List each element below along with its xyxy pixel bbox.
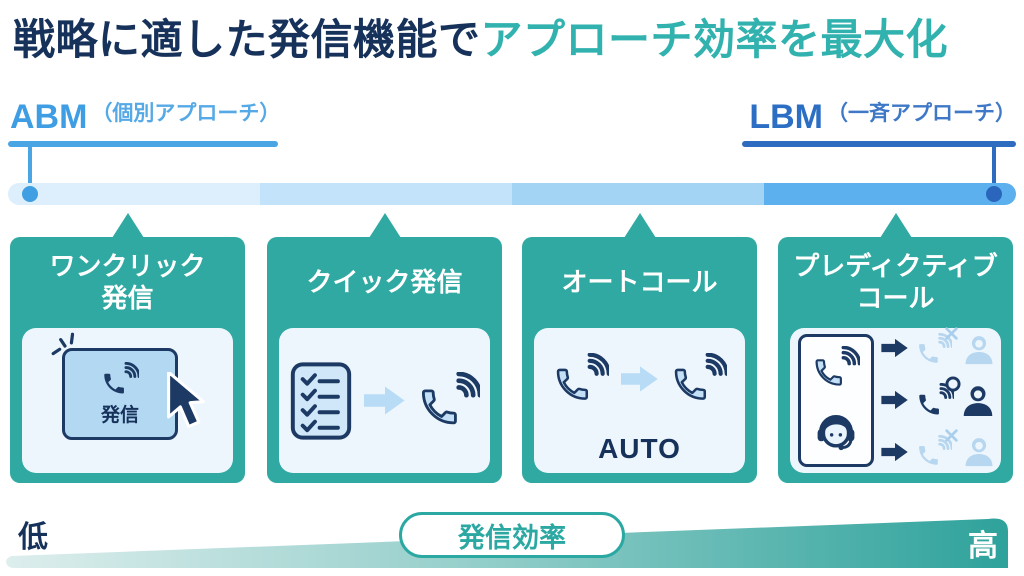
lbm-paren: （一斉アプローチ） xyxy=(827,102,1016,125)
person-icon xyxy=(962,333,996,367)
abm-abbr: ABM xyxy=(10,98,88,136)
ring-circle-icon xyxy=(944,375,962,393)
lbm-connector-line xyxy=(992,147,996,194)
quick-call-flow xyxy=(279,328,490,473)
card-quick-call: クイック発信 xyxy=(267,213,502,483)
spectrum-segment-3 xyxy=(512,183,764,205)
arrow-right-icon xyxy=(872,390,918,410)
dial-button-label: 発信 xyxy=(100,404,139,426)
card-one-click-title: ワンクリック 発信 xyxy=(10,237,245,328)
predictive-row-connected xyxy=(916,381,996,421)
card-auto-call-title: オートコール xyxy=(522,237,757,328)
card-predictive-title-line2: コール xyxy=(856,282,935,313)
card-predictive-title-line1: プレディクティブ xyxy=(793,250,998,281)
card-predictive-title: プレディクティブ コール xyxy=(778,237,1013,328)
card-one-click-call: ワンクリック 発信 発信 xyxy=(10,213,245,483)
card-quick-call-panel xyxy=(279,328,490,473)
abm-endpoint-dot xyxy=(22,186,38,202)
dial-button: 発信 xyxy=(62,348,178,440)
lbm-label: LBM （一斉アプローチ） xyxy=(749,99,1016,135)
card-auto-call-title-line1: オートコール xyxy=(561,266,718,297)
arrow-right-icon xyxy=(872,442,918,462)
card-quick-call-title: クイック発信 xyxy=(267,237,502,328)
phone-call-icon xyxy=(671,353,727,405)
cursor-icon xyxy=(163,372,219,434)
phone-call-icon xyxy=(101,362,139,398)
spectrum-segment-4 xyxy=(764,183,1016,205)
phone-call-icon xyxy=(418,372,480,430)
spectrum-segment-1 xyxy=(8,183,260,205)
missed-x-icon xyxy=(944,326,959,341)
spectrum-segment-2 xyxy=(260,183,512,205)
abm-paren: （個別アプローチ） xyxy=(91,102,281,125)
abm-connector-line xyxy=(28,147,32,194)
abm-underline xyxy=(8,141,278,147)
operator-headset-icon xyxy=(813,409,859,455)
card-auto-call: オートコール AUTO xyxy=(522,213,757,483)
auto-call-flow xyxy=(534,328,745,429)
card-one-click-title-line1: ワンクリック xyxy=(49,250,206,281)
checklist-icon xyxy=(290,361,352,441)
low-label: 低 xyxy=(18,521,48,554)
page-title-accent: アプローチ効率を最大化 xyxy=(480,16,949,63)
person-icon xyxy=(962,435,996,469)
phone-call-icon xyxy=(553,353,609,405)
spectrum-bar xyxy=(8,183,1016,205)
efficiency-pill: 発信効率 xyxy=(399,512,625,558)
operator-system-box xyxy=(798,334,874,467)
card-predictive-panel xyxy=(790,328,1001,473)
predictive-row-no-answer-2 xyxy=(916,432,996,472)
arrow-right-icon xyxy=(872,338,918,358)
card-quick-call-title-line1: クイック発信 xyxy=(306,266,463,297)
connected-call-group xyxy=(916,383,954,419)
lbm-abbr: LBM xyxy=(749,98,823,136)
card-auto-call-panel: AUTO xyxy=(534,328,745,473)
high-label: 高 xyxy=(968,530,998,563)
lbm-underline xyxy=(742,141,1016,147)
auto-label: AUTO xyxy=(598,433,681,464)
arrow-right-icon xyxy=(621,365,659,393)
missed-call-group xyxy=(916,435,952,469)
card-one-click-panel: 発信 xyxy=(22,328,233,473)
phone-call-icon xyxy=(812,346,860,390)
missed-call-group xyxy=(916,333,952,367)
arrow-right-icon xyxy=(364,385,406,416)
page-title: 戦略に適した発信機能でアプローチ効率を最大化 xyxy=(13,6,1017,67)
person-icon xyxy=(960,383,996,419)
card-one-click-title-line2: 発信 xyxy=(101,282,154,313)
lbm-endpoint-dot xyxy=(986,186,1002,202)
card-predictive-call: プレディクティブ コール xyxy=(778,213,1013,483)
predictive-row-no-answer-1 xyxy=(916,330,996,370)
page-title-main: 戦略に適した発信機能で xyxy=(13,16,481,63)
missed-x-icon xyxy=(944,428,959,443)
abm-label: ABM （個別アプローチ） xyxy=(10,99,280,135)
